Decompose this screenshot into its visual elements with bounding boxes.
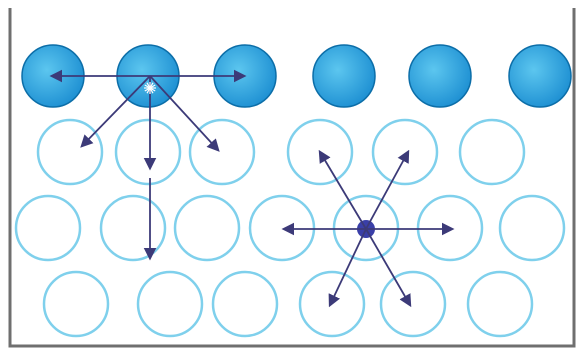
bulk-molecule — [468, 272, 532, 336]
bulk-molecule — [101, 196, 165, 260]
surface-molecule — [409, 45, 471, 107]
bulk-molecule — [175, 196, 239, 260]
force-arrows-layer — [52, 76, 452, 305]
bulk-molecule — [373, 120, 437, 184]
bulk-molecule — [418, 196, 482, 260]
bulk-molecule — [250, 196, 314, 260]
surface-molecule — [313, 45, 375, 107]
bulk-molecule — [381, 272, 445, 336]
bulk-molecule — [460, 120, 524, 184]
bulk-molecule — [16, 196, 80, 260]
bulk-molecule — [38, 120, 102, 184]
bulk-molecule — [44, 272, 108, 336]
molecules-layer — [16, 45, 571, 336]
bulk-molecule — [213, 272, 277, 336]
bulk-row-3 — [44, 272, 532, 336]
bulk-row-1 — [38, 120, 524, 184]
bulk-row-2 — [16, 196, 564, 260]
surface-molecule — [509, 45, 571, 107]
bulk-molecule — [300, 272, 364, 336]
bulk-molecule — [138, 272, 202, 336]
bulk-molecule — [500, 196, 564, 260]
bulk-molecule — [116, 120, 180, 184]
